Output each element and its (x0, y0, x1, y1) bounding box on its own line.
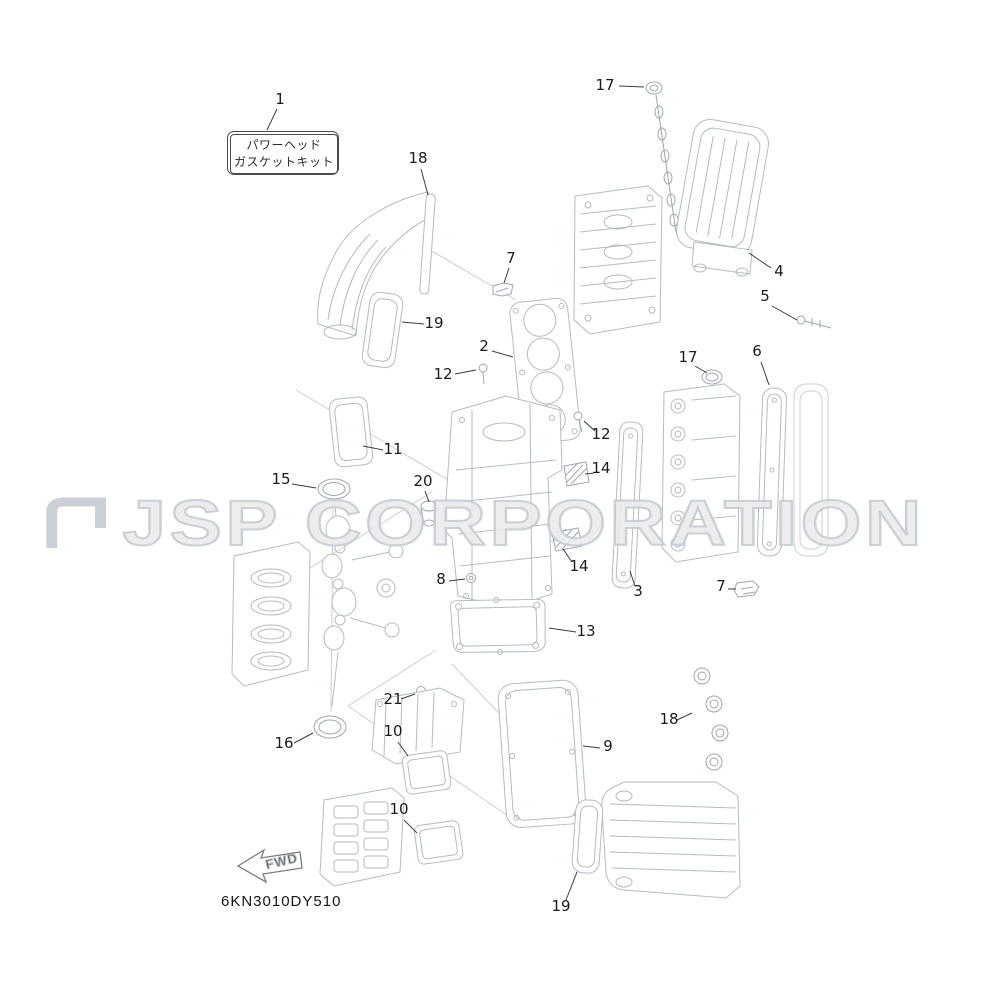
rear-cover (793, 383, 829, 557)
callout-leader-line (676, 712, 693, 721)
callout-leader-line (748, 252, 772, 269)
cylinder-head-cover-4 (675, 118, 770, 256)
block-bottom-left (319, 787, 405, 887)
kit-label-line2: ガスケットキット (233, 155, 334, 169)
callout-leader-line (583, 420, 596, 432)
callout-number-10: 10 (383, 722, 402, 740)
manifold-seal-18 (419, 193, 436, 295)
callout-leader-line (448, 578, 466, 582)
callout-number-12: 12 (591, 425, 610, 443)
cylinder-head-right (661, 383, 741, 563)
head-gasket-6 (756, 387, 787, 557)
part-code: 6KN3010DY510 (221, 893, 342, 910)
crankcase-cover-9 (497, 679, 587, 828)
callout-number-17: 17 (678, 348, 697, 366)
bolt-5 (796, 315, 832, 329)
callout-layer: 17 1 18 7 45 19 2 17 6 12 12 11 14 15 20 8 14 3 7 13 21 18 16 1… (266, 76, 798, 915)
bracket-7-lower (733, 580, 760, 598)
head-gasket-3 (611, 421, 644, 589)
intake-manifold (317, 191, 436, 340)
callout-leader-line (454, 369, 477, 375)
callout-leader-line (584, 472, 595, 475)
callout-leader-line (420, 168, 429, 196)
callout-leader-line (629, 570, 636, 587)
callout-leader-line (266, 108, 278, 131)
callout-leader-line (397, 741, 409, 757)
callout-number-13: 13 (576, 622, 595, 640)
callout-leader-line (565, 871, 578, 901)
cylinder-block-upper (573, 185, 663, 335)
callout-number-4: 4 (774, 262, 784, 280)
callout-number-11: 11 (383, 440, 402, 458)
callout-number-17: 17 (595, 76, 614, 94)
callout-number-10: 10 (389, 800, 408, 818)
callout-number-14: 14 (569, 557, 588, 575)
callout-leader-line (548, 627, 577, 633)
callout-leader-line (562, 548, 573, 563)
callout-number-21: 21 (383, 690, 402, 708)
callout-number-15: 15 (271, 470, 290, 488)
callout-leader-line (503, 267, 510, 284)
callout-number-14: 14 (591, 459, 610, 477)
callout-leader-line (491, 350, 514, 358)
crankcase-block (443, 395, 563, 609)
fwd-arrow: FWD (236, 848, 303, 884)
callout-number-3: 3 (633, 582, 643, 600)
callout-number-19: 19 (424, 314, 443, 332)
callout-leader-line (403, 819, 418, 834)
callout-number-18: 18 (408, 149, 427, 167)
plate-10-lower (413, 820, 464, 865)
callout-number-1: 1 (275, 90, 285, 108)
crankcase-lower (371, 687, 465, 765)
callout-number-6: 6 (752, 342, 762, 360)
oil-pan-gasket-13 (449, 596, 546, 655)
bolt-8 (466, 573, 476, 583)
crankshaft (321, 497, 404, 707)
anode-20 (420, 500, 438, 527)
callout-number-20: 20 (413, 472, 432, 490)
callout-leader-line (582, 745, 601, 749)
callout-number-2: 2 (479, 337, 489, 355)
callout-number-19: 19 (551, 897, 570, 915)
callout-number-9: 9 (603, 737, 613, 755)
side-cover-11 (328, 396, 374, 468)
callout-leader-line (401, 321, 425, 325)
seal-14-upper (563, 461, 590, 487)
callout-number-18: 18 (659, 710, 678, 728)
callout-leader-line (362, 445, 384, 451)
bracket-7-upper (492, 282, 514, 297)
kit-label-line1: パワーヘッド (246, 138, 322, 153)
callout-leader-line (694, 365, 708, 374)
callout-leader-line (618, 85, 645, 88)
callout-leader-line (400, 693, 416, 700)
callout-number-5: 5 (760, 287, 770, 305)
callout-number-7: 7 (506, 249, 516, 267)
bolts-18 (693, 667, 729, 771)
cover-base-4 (691, 241, 753, 277)
callout-number-12: 12 (433, 365, 452, 383)
gasket-19-lower (571, 799, 604, 874)
callout-leader-line (771, 305, 798, 321)
seal-14-lower (551, 527, 583, 552)
callout-leader-line (293, 732, 314, 744)
callout-number-8: 8 (436, 570, 446, 588)
engine-parts-artwork: FWD (231, 81, 832, 899)
callout-leader-line (291, 483, 317, 489)
exhaust-block-left (231, 541, 311, 687)
callout-leader-line (760, 361, 770, 386)
bolt-12-right (573, 411, 583, 433)
callout-number-16: 16 (274, 734, 293, 752)
plate-10-upper (401, 750, 452, 795)
manifold-gasket-19-upper (361, 291, 404, 369)
oring-17-right (701, 369, 723, 385)
oring-15 (317, 478, 351, 500)
callout-leader-line (424, 490, 430, 503)
bolt-12-left (478, 363, 488, 385)
oring-16 (313, 715, 347, 739)
callout-number-7: 7 (716, 577, 726, 595)
kit-label-box: パワーヘッド ガスケットキット (227, 131, 339, 175)
cylinder-head-bottom (601, 781, 741, 899)
